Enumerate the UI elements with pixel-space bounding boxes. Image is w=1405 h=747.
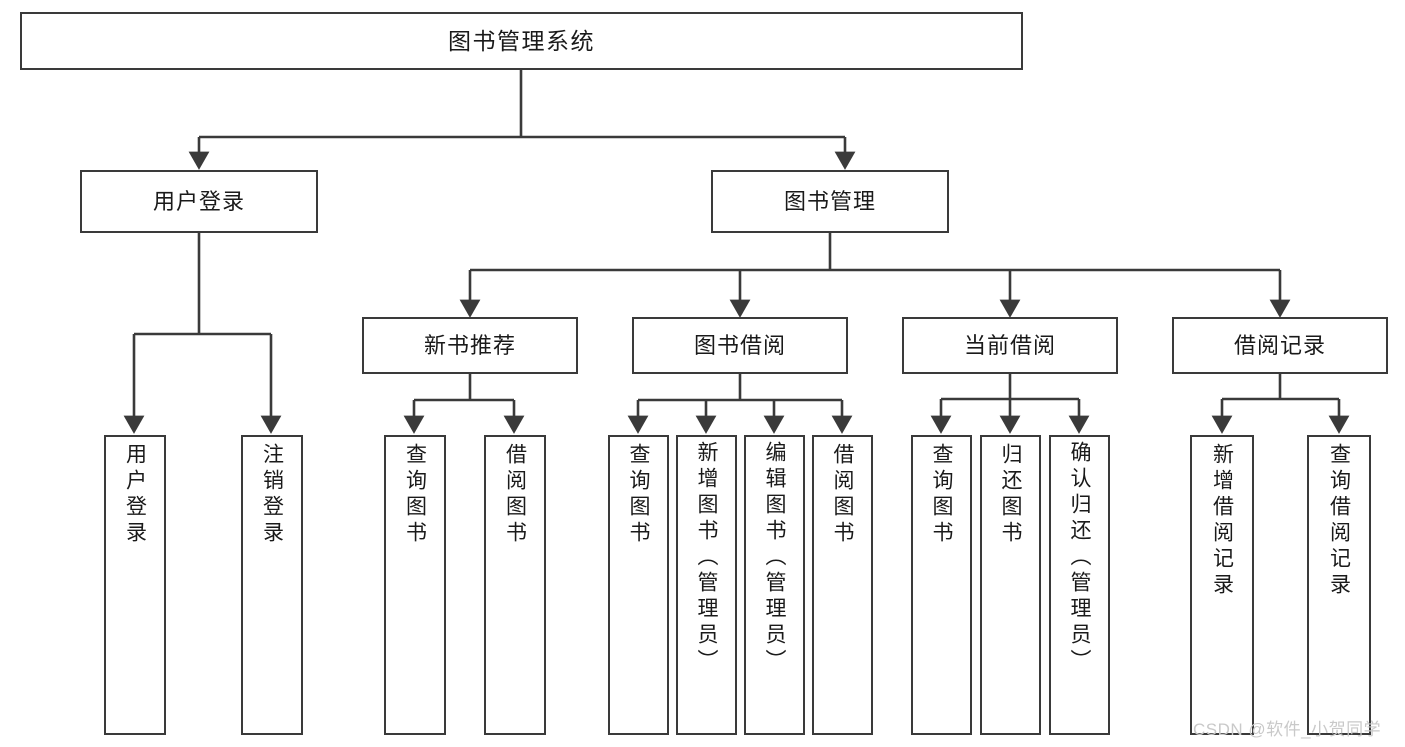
- node-label: 新书推荐: [423, 332, 516, 358]
- node-label: 借阅图书: [831, 443, 854, 547]
- node-leaf-add-book-admin[interactable]: 新增图书（管理员）: [676, 435, 737, 735]
- node-label: 借阅图书: [503, 443, 527, 547]
- node-new-book-recommend[interactable]: 新书推荐: [362, 317, 578, 374]
- node-label: 当前借阅: [963, 332, 1056, 358]
- node-borrow-record[interactable]: 借阅记录: [1172, 317, 1388, 374]
- node-root-system[interactable]: 图书管理系统: [20, 12, 1023, 70]
- node-label: 查询图书: [403, 443, 427, 547]
- node-label: 查询图书: [627, 443, 650, 547]
- node-label: 图书借阅: [693, 332, 786, 358]
- node-label: 图书管理: [783, 188, 876, 214]
- node-leaf-borrow-book-recommend[interactable]: 借阅图书: [484, 435, 546, 735]
- csdn-watermark: CSDN @软件_小贺同学: [1193, 720, 1382, 739]
- node-label: 用户登录: [152, 188, 245, 214]
- node-user-login[interactable]: 用户登录: [80, 170, 318, 233]
- node-current-borrow[interactable]: 当前借阅: [902, 317, 1118, 374]
- node-label: 新增图书（管理员）: [695, 441, 718, 675]
- node-label: 确认归还（管理员）: [1068, 441, 1091, 675]
- node-leaf-confirm-return-admin[interactable]: 确认归还（管理员）: [1049, 435, 1110, 735]
- node-leaf-query-borrow-record[interactable]: 查询借阅记录: [1307, 435, 1371, 735]
- node-book-borrow[interactable]: 图书借阅: [632, 317, 848, 374]
- node-leaf-query-book-borrow[interactable]: 查询图书: [608, 435, 669, 735]
- node-leaf-query-book-recommend[interactable]: 查询图书: [384, 435, 446, 735]
- node-leaf-add-borrow-record[interactable]: 新增借阅记录: [1190, 435, 1254, 735]
- node-leaf-edit-book-admin[interactable]: 编辑图书（管理员）: [744, 435, 805, 735]
- node-label: 查询图书: [930, 443, 953, 547]
- node-leaf-query-book-current[interactable]: 查询图书: [911, 435, 972, 735]
- node-label: 借阅记录: [1233, 332, 1326, 358]
- node-leaf-user-login[interactable]: 用户登录: [104, 435, 166, 735]
- node-label: 图书管理系统: [448, 27, 595, 54]
- node-label: 编辑图书（管理员）: [763, 441, 786, 675]
- node-leaf-logout-login[interactable]: 注销登录: [241, 435, 303, 735]
- node-leaf-return-book[interactable]: 归还图书: [980, 435, 1041, 735]
- node-label: 用户登录: [123, 443, 147, 547]
- node-label: 注销登录: [260, 443, 284, 547]
- node-label: 归还图书: [999, 443, 1022, 547]
- node-label: 查询借阅记录: [1327, 443, 1351, 599]
- node-label: 新增借阅记录: [1210, 443, 1234, 599]
- node-book-management[interactable]: 图书管理: [711, 170, 949, 233]
- node-leaf-borrow-book[interactable]: 借阅图书: [812, 435, 873, 735]
